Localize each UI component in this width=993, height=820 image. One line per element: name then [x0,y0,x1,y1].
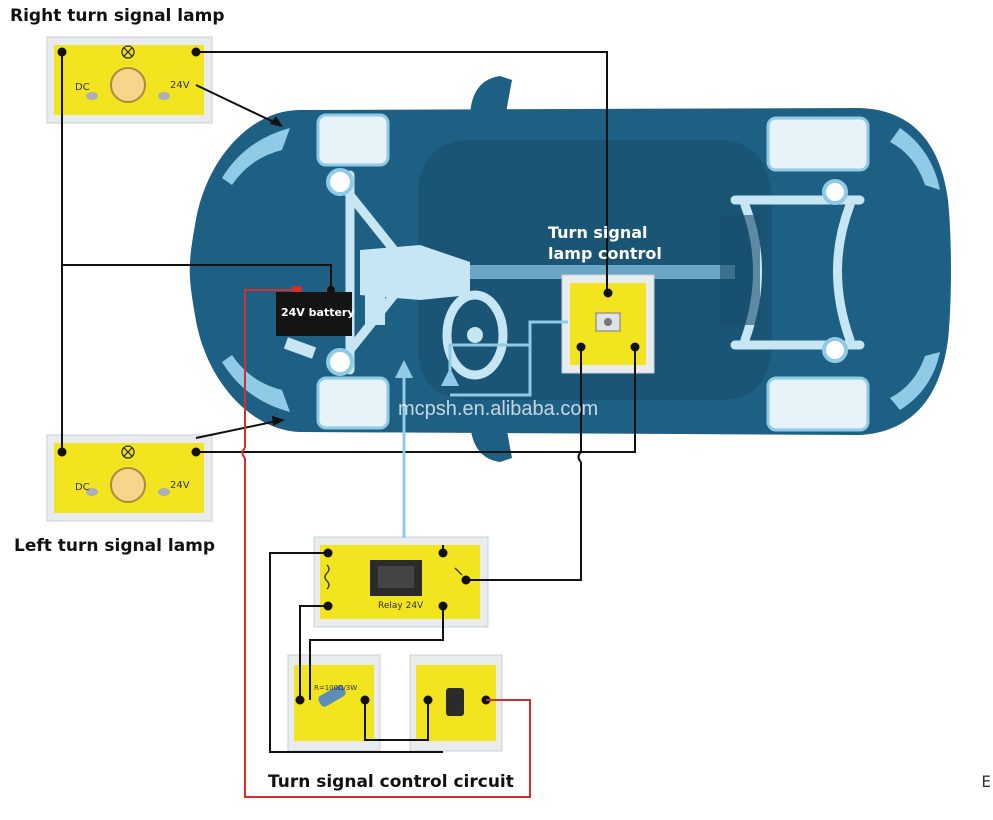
control-unit-label-line1: Turn signal [548,223,648,242]
resistor-label: R=100Ω/3W [314,684,358,692]
rear-right-wheel [766,116,870,172]
left-turn-signal-lamp [46,434,213,522]
control-unit-label-line2: lamp control [548,244,662,263]
resistor-module [287,654,381,752]
steering-arrow-up [441,368,459,386]
signal-lines [402,320,568,538]
circuit-label: Turn signal control circuit [268,772,514,792]
rear-left-wheel [766,376,870,432]
relay-module [313,536,489,628]
right-lamp-label: Right turn signal lamp [10,6,225,26]
steering-wheel [442,290,508,380]
battery-24v [276,286,352,336]
corner-mark: E [981,772,991,791]
capacitor-module [409,654,503,752]
relay-label: Relay 24V [378,601,424,611]
engine [360,245,470,300]
control-unit-label: Turn signal lamp control [548,222,662,264]
front-right-wheel [316,113,390,167]
front-left-wheel [316,376,390,430]
red-wires [241,289,531,798]
right-lamp-24v-label: 24V [170,80,190,91]
signal-arrow-up [395,360,413,378]
rear-light-left [890,352,940,410]
headlight-left [222,355,290,412]
drive-shaft [470,265,735,279]
car-top-view [189,76,951,462]
battery-label: 24V battery [281,306,355,319]
right-lamp-dc-label: DC [75,82,90,93]
right-turn-signal-lamp [46,36,213,124]
right-mirror [470,76,512,118]
black-wires [61,51,636,753]
watermark: mcpsh.en.alibaba.com [398,398,599,420]
headlight-right [222,128,290,185]
left-lamp-dc-label: DC [75,482,90,493]
rear-light-right [890,128,940,190]
arrowhead-left-lamp [272,416,285,426]
arrowhead-right-lamp [270,116,283,127]
left-lamp-24v-label: 24V [170,480,190,491]
left-lamp-label: Left turn signal lamp [14,536,216,556]
